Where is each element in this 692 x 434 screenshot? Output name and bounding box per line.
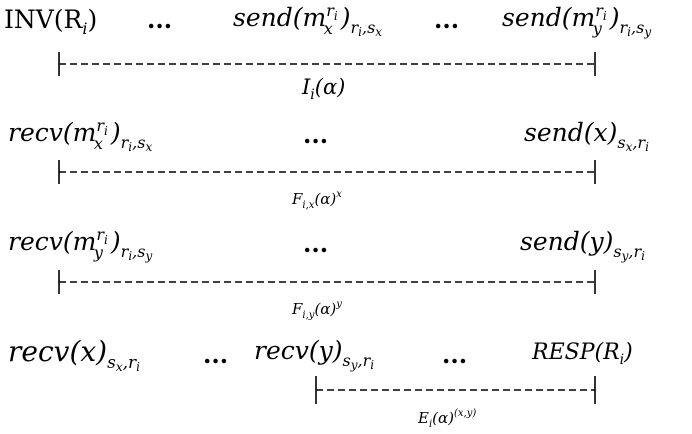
event-resp: RESP(Ri) bbox=[531, 340, 633, 368]
event-send-y: send(y)sy,ri bbox=[520, 227, 645, 263]
ellipsis: ... bbox=[303, 120, 328, 149]
interval-label-Fx: Fi,x(α)x bbox=[291, 189, 342, 211]
interval-label-E: Ei(α)(x,y) bbox=[417, 408, 476, 430]
ellipsis: ... bbox=[442, 340, 467, 369]
ellipsis: ... bbox=[434, 5, 459, 34]
event-send-x: send(x)sx,ri bbox=[524, 118, 649, 154]
ellipsis: ... bbox=[203, 340, 228, 369]
event-recv-x: recv(x)sx,ri bbox=[8, 335, 140, 374]
event-inv: INV(Ri) bbox=[4, 5, 97, 38]
interval-label-Fy: Fi,y(α)y bbox=[291, 299, 342, 321]
ellipsis: ... bbox=[303, 229, 328, 258]
interval-label-I: Ii(α) bbox=[301, 75, 345, 103]
event-recv-y: recv(y)sy,ri bbox=[254, 336, 374, 372]
ellipsis: ... bbox=[147, 5, 172, 34]
